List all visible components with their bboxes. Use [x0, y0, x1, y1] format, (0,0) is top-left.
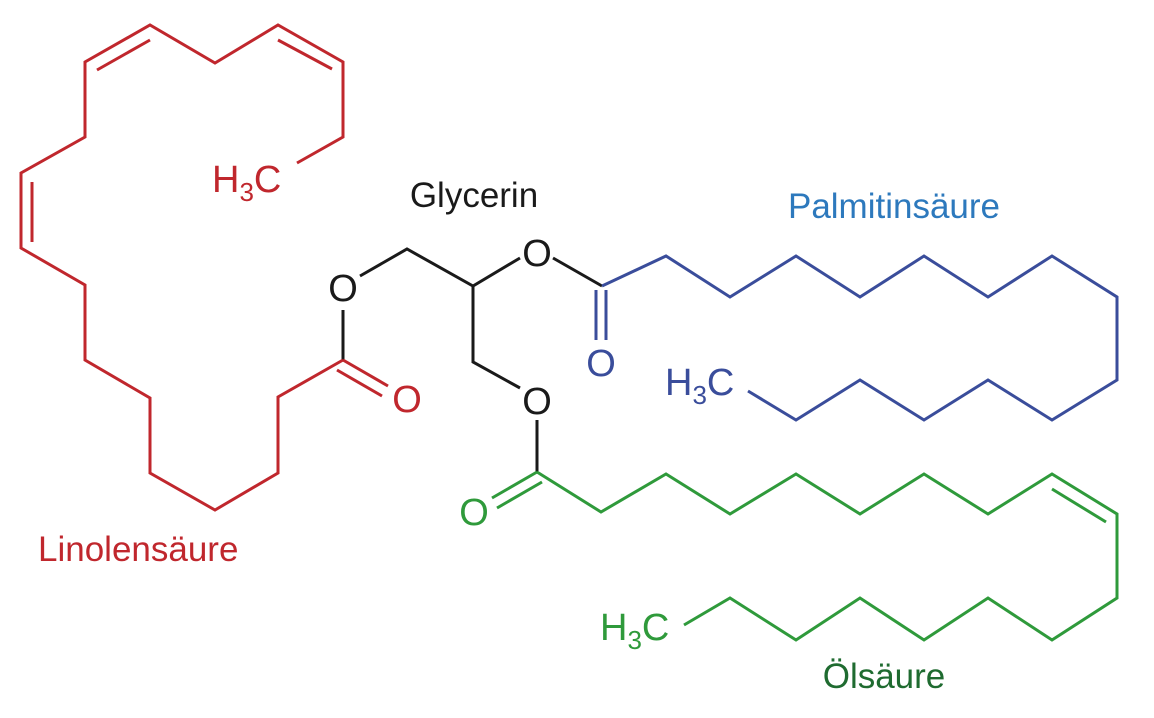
- linolenic-carbonyl-bond-2: [336, 368, 383, 398]
- oleic-acid-chain: [491, 470, 1119, 642]
- methyl-h: H: [212, 159, 239, 201]
- oleic-carbonyl-bond-2: [496, 480, 543, 510]
- methyl-c: C: [254, 159, 281, 201]
- methyl-c: C: [707, 362, 734, 404]
- palmitic-carbonyl-oxygen: O: [586, 343, 616, 385]
- oleic-carbonyl-bond: [491, 470, 538, 500]
- linolenic-label: Linolensäure: [38, 530, 238, 569]
- methyl-c: C: [642, 607, 669, 649]
- linolenic-carbonyl-bond: [342, 358, 389, 388]
- oleic-backbone: [536, 470, 1119, 642]
- glycerin-backbone: [341, 247, 603, 472]
- palmitic-backbone: [601, 254, 1119, 422]
- linolenic-double-bond-2: [96, 38, 151, 72]
- methyl-subscript: 3: [627, 625, 641, 655]
- methyl-subscript: 3: [692, 380, 706, 410]
- oleic-carbonyl-oxygen: O: [459, 492, 489, 534]
- linolenic-carbonyl-oxygen: O: [392, 379, 422, 421]
- methyl-subscript: 3: [239, 177, 253, 207]
- ester-bond-palmitic: [552, 256, 603, 288]
- oxygen-atom-1: O: [328, 268, 358, 310]
- oleic-double-bond: [1051, 487, 1107, 524]
- glycerin-bond-upper: [359, 247, 521, 288]
- methyl-h: H: [665, 362, 692, 404]
- linolenic-backbone: [19, 23, 345, 512]
- linolenic-double-bond-3: [277, 38, 333, 71]
- oleic-methyl-group: H3C: [600, 607, 669, 655]
- palmitic-acid-chain: [594, 254, 1119, 422]
- linolenic-methyl-group: H3C: [212, 159, 281, 207]
- oxygen-atom-2: O: [522, 233, 552, 275]
- palmitic-methyl-group: H3C: [665, 362, 734, 410]
- linolenic-acid-chain: [19, 23, 389, 512]
- methyl-h: H: [600, 607, 627, 649]
- oxygen-atom-3: O: [522, 381, 552, 423]
- glycerin-bond-lower: [471, 286, 521, 390]
- glycerin-label: Glycerin: [410, 176, 538, 215]
- palmitic-label: Palmitinsäure: [788, 187, 1000, 226]
- oleic-label: Ölsäure: [823, 657, 946, 696]
